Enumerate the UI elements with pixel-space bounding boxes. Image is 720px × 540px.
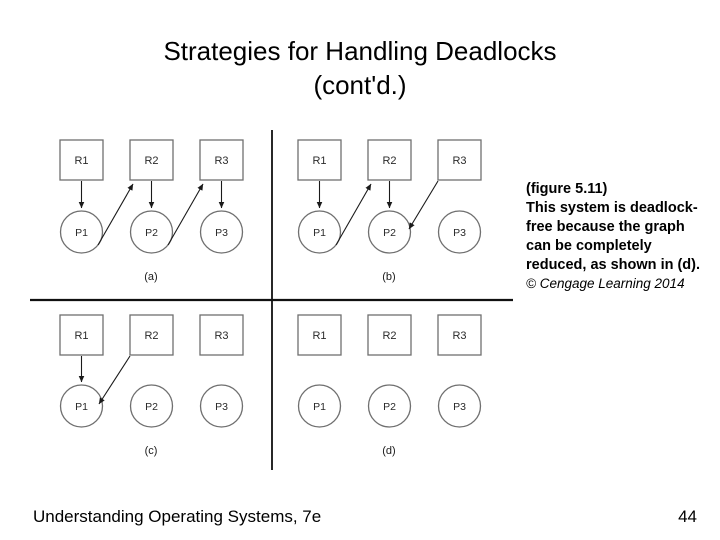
panel-d-resource-r1-label: R1	[312, 330, 326, 342]
panel-d-resource-r3-label: R3	[452, 330, 466, 342]
panel-b-resource-r2-label: R2	[382, 155, 396, 167]
panel-a-process-p1	[59, 210, 104, 254]
panel-d-process-p2-label: P2	[383, 401, 396, 413]
panel-c-process-p2-label: P2	[145, 401, 158, 413]
panel-d-process-p3	[437, 384, 482, 428]
panel-a-process-p1-label: P1	[75, 227, 88, 239]
panel-c-process-p3	[199, 384, 244, 428]
panel-b-process-p3-label: P3	[453, 227, 466, 239]
panel-b-resource-r3	[437, 139, 482, 181]
footer-page-number: 44	[678, 507, 697, 526]
panel-a-resource-r1	[59, 139, 104, 181]
panel-b: R1 R2 R3 P1 P2 P3 (b)	[297, 139, 482, 283]
panel-b-edge-p1-r2	[335, 183, 372, 246]
panel-d-resource-r1	[297, 314, 342, 356]
panel-a-resource-r2	[129, 139, 174, 181]
panel-d: R1 R2 R3 P1 P2 P3 (d)	[297, 314, 482, 457]
panel-d-process-p3-label: P3	[453, 401, 466, 413]
panel-a-process-p2-label: P2	[145, 227, 158, 239]
panel-d-process-p1	[297, 384, 342, 428]
panel-c-process-p1	[59, 384, 104, 428]
footer-book-title: Understanding Operating Systems, 7e	[33, 507, 322, 526]
panel-c-resource-r3	[199, 314, 244, 356]
panel-c-resource-r2	[129, 314, 174, 356]
figure-caption: (figure 5.11) This system is deadlock-fr…	[526, 180, 712, 292]
panel-c-edge-r2-p1	[98, 355, 131, 405]
panel-c-process-p1-label: P1	[75, 401, 88, 413]
page-title: Strategies for Handling Deadlocks (cont'…	[163, 36, 557, 100]
panel-b-process-p3	[437, 210, 482, 254]
panel-a-edge-p1-r2	[97, 183, 134, 246]
panel-b-process-p2-label: P2	[383, 227, 396, 239]
panel-a-process-p3-label: P3	[215, 227, 228, 239]
deadlock-graph-figure: R1 R2 R3 P1 P2 P3 (a) R	[0, 118, 520, 478]
panel-d-process-p1-label: P1	[313, 401, 326, 413]
resource-allocation-graphs-svg: R1 R2 R3 P1 P2 P3 (a) R	[30, 130, 513, 470]
panel-d-resource-r2	[367, 314, 412, 356]
panel-b-process-p1	[297, 210, 342, 254]
panel-b-resource-r3-label: R3	[452, 155, 466, 167]
panel-c: R1 R2 R3 P1 P2 P3 (c)	[59, 314, 244, 457]
panel-a-process-p3	[199, 210, 244, 254]
panel-c-caption: (c)	[145, 445, 158, 457]
panel-a: R1 R2 R3 P1 P2 P3 (a)	[59, 139, 244, 283]
panel-c-process-p2	[129, 384, 174, 428]
panel-b-process-p2	[367, 210, 412, 254]
panel-d-caption: (d)	[382, 445, 395, 457]
figure-caption-credit: © Cengage Learning 2014	[526, 276, 685, 291]
panel-b-resource-r1-label: R1	[312, 155, 326, 167]
panel-c-resource-r2-label: R2	[144, 330, 158, 342]
panel-b-resource-r1	[297, 139, 342, 181]
panel-a-resource-r3	[199, 139, 244, 181]
panel-b-process-p1-label: P1	[313, 227, 326, 239]
panel-a-resource-r2-label: R2	[144, 155, 158, 167]
panel-a-resource-r1-label: R1	[74, 155, 88, 167]
panel-d-process-p2	[367, 384, 412, 428]
panel-d-resource-r2-label: R2	[382, 330, 396, 342]
panel-b-edge-r3-p2	[408, 180, 439, 230]
panel-d-resource-r3	[437, 314, 482, 356]
panel-b-resource-r2	[367, 139, 412, 181]
panel-a-caption: (a)	[144, 271, 157, 283]
figure-caption-body: (figure 5.11) This system is deadlock-fr…	[526, 181, 701, 273]
panel-c-resource-r1-label: R1	[74, 330, 88, 342]
panel-a-process-p2	[129, 210, 174, 254]
panel-c-resource-r1	[59, 314, 104, 356]
panel-c-resource-r3-label: R3	[214, 330, 228, 342]
panel-c-process-p3-label: P3	[215, 401, 228, 413]
panel-a-edge-p2-r3	[167, 183, 204, 246]
panel-b-caption: (b)	[382, 271, 395, 283]
panel-a-resource-r3-label: R3	[214, 155, 228, 167]
